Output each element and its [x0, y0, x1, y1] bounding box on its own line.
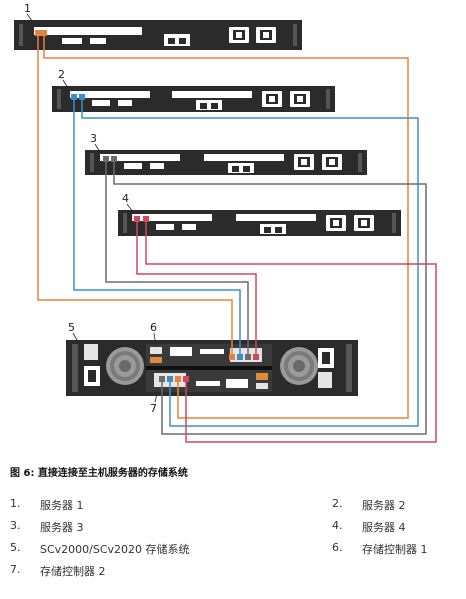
- legend-text: SCv2000/SCv2020 存储系统: [40, 543, 190, 556]
- storage-system: [66, 340, 358, 396]
- legend-num: 1.: [10, 497, 21, 510]
- legend-text: 服务器 2: [362, 499, 406, 512]
- server-port-markers: [35, 30, 149, 222]
- server-3: [85, 150, 367, 175]
- figure-caption: 图 6: 直接连接至主机服务器的存储系统: [10, 468, 188, 479]
- cabling-diagram: 1 2 3: [14, 2, 437, 443]
- legend-num: 6.: [332, 541, 343, 554]
- cable-server-2-b: [81, 98, 419, 427]
- cable-server-1-b: [43, 34, 409, 419]
- server-4: [118, 210, 401, 236]
- legend-text: 存储控制器 2: [40, 565, 106, 578]
- cable-server-3-b: [113, 160, 427, 435]
- callout-server-2: 2: [58, 68, 65, 81]
- cable-server-4-b: [145, 220, 437, 443]
- legend-text: 存储控制器 1: [362, 543, 428, 556]
- callout-server-3: 3: [90, 132, 97, 145]
- callout-server-1: 1: [24, 2, 31, 15]
- cable-server-2-a: [73, 98, 241, 356]
- legend-num: 7.: [10, 563, 21, 576]
- callout-controller-1: 6: [150, 321, 157, 334]
- legend-text: 服务器 1: [40, 499, 84, 512]
- cable-server-4-a: [136, 220, 257, 356]
- legend-num: 2.: [332, 497, 343, 510]
- callout-controller-2: 7: [150, 402, 157, 415]
- controller-port-markers: [159, 354, 259, 382]
- legend-num: 3.: [10, 519, 21, 532]
- server-2: [52, 86, 335, 112]
- callout-server-4: 4: [122, 192, 129, 205]
- legend-num: 5.: [10, 541, 21, 554]
- cable-server-3-a: [105, 160, 249, 356]
- callout-storage-system: 5: [68, 321, 75, 334]
- legend-text: 服务器 3: [40, 521, 84, 534]
- server-1: [14, 20, 302, 50]
- legend-text: 服务器 4: [362, 521, 406, 534]
- legend-num: 4.: [332, 519, 343, 532]
- cable-server-1-a: [37, 34, 233, 356]
